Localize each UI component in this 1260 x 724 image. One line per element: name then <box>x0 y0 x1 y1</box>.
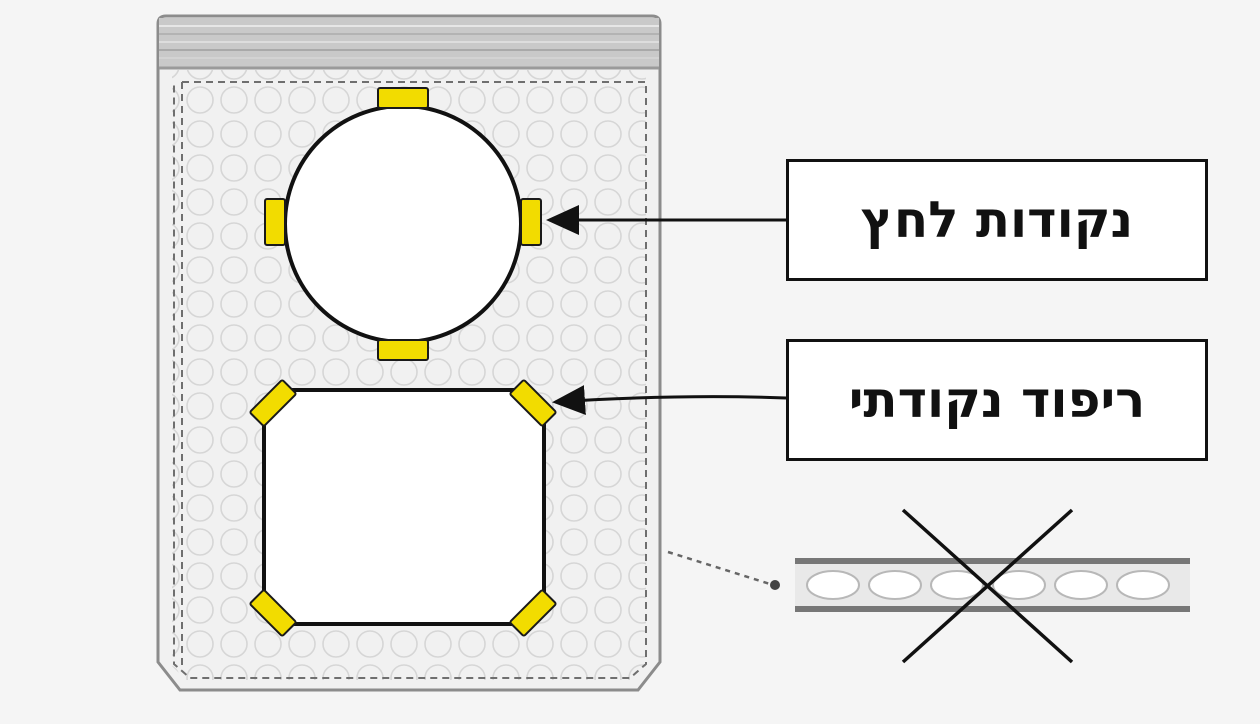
x-cross-mark-icon <box>901 508 1074 664</box>
yellow-pad-top-right <box>509 379 557 427</box>
rectangle-item <box>249 379 557 637</box>
callout-dot <box>770 580 780 590</box>
yellow-pad-bottom <box>377 339 429 361</box>
circle-item-icon <box>283 104 523 344</box>
pressure-points-label: נקודות לחץ <box>786 159 1208 281</box>
round-item <box>264 87 542 361</box>
yellow-pad-bottom-left <box>249 589 297 637</box>
yellow-pad-right <box>520 198 542 246</box>
yellow-pad-top <box>377 87 429 109</box>
rectangle-item-icon <box>262 388 546 626</box>
envelope-stitch-line <box>173 81 647 679</box>
yellow-pad-left <box>264 198 286 246</box>
bubble-wrap-cross-section-icon <box>795 558 1190 612</box>
spot-padding-label: ריפוד נקודתי <box>786 339 1208 461</box>
yellow-pad-bottom-right <box>509 589 557 637</box>
arrow-spot-padding <box>552 385 787 416</box>
yellow-pad-top-left <box>249 379 297 427</box>
callout-dotted-line <box>667 550 771 586</box>
